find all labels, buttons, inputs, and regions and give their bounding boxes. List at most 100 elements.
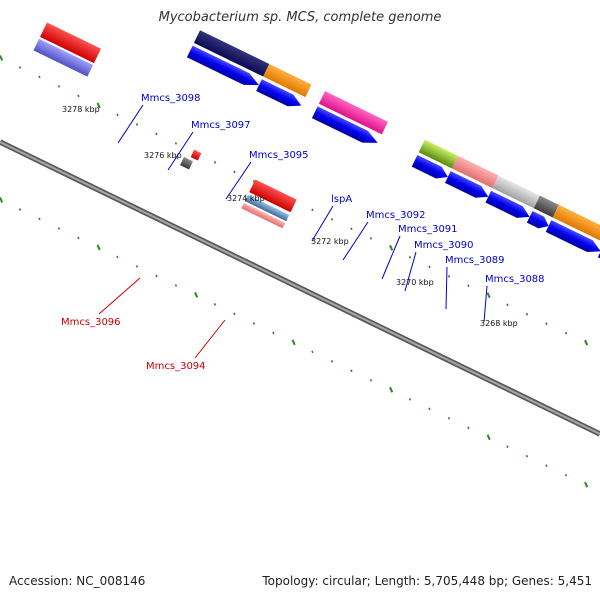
tick-mark: [389, 244, 394, 251]
tick-mark: [77, 94, 80, 98]
tick-mark: [18, 208, 22, 211]
tick-mark: [369, 378, 373, 382]
tick-mark: [252, 322, 256, 325]
gene-mmcs-3090-bar: [533, 195, 559, 218]
tick-mark: [135, 265, 139, 268]
tick-mark: [213, 303, 217, 306]
tick-mark: [0, 197, 4, 203]
cds-arrow: [485, 190, 530, 218]
leader-line: [381, 235, 401, 280]
gene-mmcs-3089-bar: [552, 204, 600, 243]
kbp-tick-label: 3272 kbp: [311, 237, 349, 246]
kbp-tick-label: 3276 kbp: [144, 151, 182, 160]
tick-mark: [116, 255, 119, 259]
gene-label-forward[interactable]: lspA: [331, 194, 352, 205]
gene-label-forward[interactable]: Mmcs_3090: [414, 240, 474, 251]
tick-mark: [38, 217, 41, 221]
tick-mark: [506, 303, 509, 307]
feature-tracks: [33, 22, 600, 270]
tick-mark: [467, 284, 470, 288]
leader-line: [167, 131, 194, 171]
tick-mark: [545, 322, 548, 326]
label-leader-lines: [98, 104, 488, 359]
kbp-tick-label: 3278 kbp: [62, 105, 100, 114]
gene-label-forward[interactable]: Mmcs_3095: [249, 150, 309, 161]
leader-line: [311, 205, 334, 242]
tick-mark: [447, 416, 451, 420]
tick-mark: [0, 55, 4, 61]
gene-label-forward[interactable]: Mmcs_3092: [366, 210, 426, 221]
tick-mark: [233, 170, 236, 174]
tick-mark: [330, 218, 334, 221]
tick-mark: [272, 331, 275, 335]
tick-mark: [38, 75, 41, 79]
tick-mark: [408, 397, 412, 401]
tick-mark: [96, 244, 101, 251]
leader-line: [225, 161, 252, 200]
tick-mark: [467, 426, 470, 430]
tick-mark: [369, 236, 373, 240]
tick-mark: [525, 454, 529, 458]
gene-reverse-red-bar: [40, 22, 101, 64]
tick-mark: [291, 339, 296, 346]
gene-mmcs-3098-bar: [193, 30, 270, 77]
tick-mark: [155, 132, 158, 136]
cds-arrow: [256, 79, 302, 107]
tick-mark: [584, 339, 589, 346]
tick-mark: [506, 445, 509, 449]
gene-label-forward[interactable]: Mmcs_3091: [398, 224, 458, 235]
tick-mark: [155, 274, 158, 278]
tick-mark: [233, 312, 236, 316]
tick-mark: [350, 227, 353, 231]
tick-mark: [428, 407, 431, 411]
tick-mark: [525, 312, 529, 316]
leader-line: [445, 266, 448, 310]
cds-arrow: [186, 45, 260, 86]
cds-arrow-reverse: [33, 38, 94, 77]
map-title: Mycobacterium sp. MCS, complete genome: [158, 10, 442, 25]
tick-mark: [18, 66, 22, 69]
tick-mark: [213, 161, 217, 164]
tick-mark: [408, 255, 412, 259]
cds-arrow-reverse: [180, 157, 193, 170]
leader-line: [117, 104, 144, 144]
gene-label-reverse[interactable]: Mmcs_3096: [61, 317, 121, 328]
tick-mark: [57, 85, 61, 88]
kbp-tick-label: 3268 kbp: [480, 319, 518, 328]
leader-line: [342, 221, 369, 261]
tick-mark: [564, 331, 568, 335]
gene-lspa-bar: [418, 139, 459, 169]
leader-line: [194, 319, 226, 359]
tick-mark: [545, 464, 548, 468]
gene-mmcs-3094-bar: [249, 179, 297, 213]
cds-arrow-reverse: [241, 202, 286, 229]
tick-mark: [428, 265, 431, 269]
tick-mark: [77, 236, 80, 240]
tick-mark: [486, 292, 491, 299]
tick-mark: [116, 113, 119, 117]
tick-mark: [564, 473, 568, 477]
gene-mmcs-3095-bar: [318, 91, 388, 135]
tick-mark: [447, 274, 451, 278]
accession-text: Accession: NC_008146: [9, 574, 146, 588]
tick-mark: [389, 386, 394, 393]
gene-label-forward[interactable]: Mmcs_3098: [141, 93, 201, 104]
gene-label-forward[interactable]: Mmcs_3097: [191, 120, 251, 131]
gene-mmcs-3096-bar: [190, 149, 202, 161]
gene-mmcs-3091-bar: [492, 175, 540, 209]
leader-line: [98, 277, 141, 315]
cds-arrow: [444, 171, 489, 198]
gene-label-forward[interactable]: Mmcs_3088: [485, 274, 545, 285]
gene-mmcs-3092-bar: [451, 155, 499, 189]
gene-label-reverse[interactable]: Mmcs_3094: [146, 361, 206, 372]
gene-label-forward[interactable]: Mmcs_3089: [445, 255, 505, 266]
tick-mark: [311, 350, 314, 354]
cds-arrow: [526, 210, 549, 229]
tick-mark: [174, 284, 178, 287]
gene-mmcs-3094-sub-bar: [244, 194, 290, 222]
leader-line: [404, 251, 417, 292]
genome-summary-text: Topology: circular; Length: 5,705,448 bp…: [262, 574, 592, 588]
tick-mark: [194, 291, 199, 298]
